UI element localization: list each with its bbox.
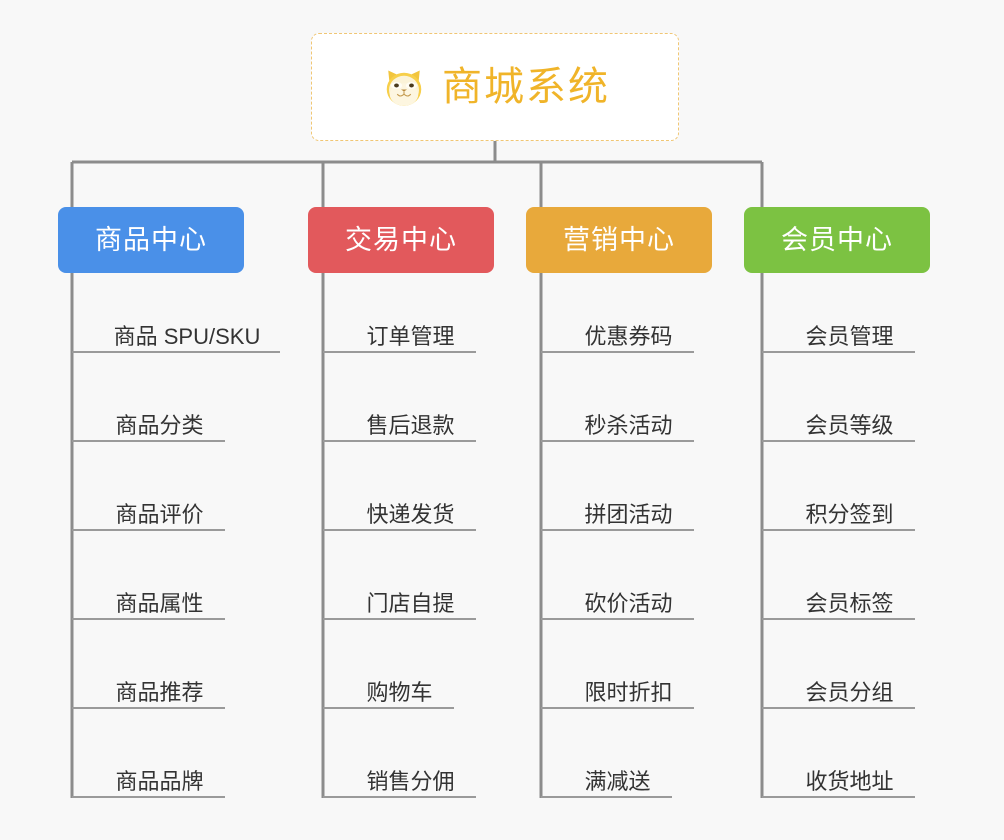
leaf-node[interactable]: 商品品牌 [72, 754, 225, 798]
leaf-label: 收货地址 [805, 768, 894, 794]
leaf-label: 会员管理 [805, 323, 894, 349]
leaf-node[interactable]: 秒杀活动 [541, 398, 694, 442]
leaf-node[interactable]: 商品分类 [72, 398, 225, 442]
root-node[interactable]: 商城系统 [311, 33, 679, 141]
leaf-node[interactable]: 售后退款 [323, 398, 476, 442]
leaf-label: 商品品牌 [115, 768, 204, 794]
leaf-node[interactable]: 购物车 [323, 665, 454, 709]
leaf-node[interactable]: 收货地址 [762, 754, 915, 798]
leaf-label: 拼团活动 [584, 501, 673, 527]
leaf-node[interactable]: 限时折扣 [541, 665, 694, 709]
leaf-node[interactable]: 满减送 [541, 754, 672, 798]
leaf-node[interactable]: 会员标签 [762, 576, 915, 620]
leaf-node[interactable]: 会员分组 [762, 665, 915, 709]
leaf-label: 商品 SPU/SKU [113, 323, 261, 349]
leaf-label: 限时折扣 [584, 679, 673, 705]
category-node-2[interactable]: 交易中心 [308, 207, 494, 273]
shiba-dog-face-icon [386, 70, 422, 106]
leaf-node[interactable]: 商品 SPU/SKU [72, 309, 280, 353]
leaf-node[interactable]: 优惠券码 [541, 309, 694, 353]
category-label: 交易中心 [345, 224, 457, 255]
leaf-label: 优惠券码 [584, 323, 673, 349]
leaf-label: 砍价活动 [584, 590, 673, 616]
category-node-3[interactable]: 营销中心 [526, 207, 712, 273]
leaf-label: 销售分佣 [366, 768, 455, 794]
leaf-label: 购物车 [366, 679, 433, 705]
leaf-node[interactable]: 商品评价 [72, 487, 225, 531]
leaf-label: 积分签到 [805, 501, 894, 527]
leaf-node[interactable]: 快递发货 [323, 487, 476, 531]
leaf-node[interactable]: 商品属性 [72, 576, 225, 620]
leaf-node[interactable]: 拼团活动 [541, 487, 694, 531]
leaf-node[interactable]: 会员等级 [762, 398, 915, 442]
leaf-node[interactable]: 销售分佣 [323, 754, 476, 798]
leaf-label: 商品推荐 [115, 679, 204, 705]
leaf-label: 会员分组 [805, 679, 894, 705]
root-title: 商城系统 [442, 65, 610, 109]
leaf-label: 秒杀活动 [584, 412, 673, 438]
leaf-node[interactable]: 积分签到 [762, 487, 915, 531]
leaf-label: 会员等级 [805, 412, 894, 438]
category-label: 商品中心 [95, 224, 207, 255]
category-node-4[interactable]: 会员中心 [744, 207, 930, 273]
leaf-node[interactable]: 订单管理 [323, 309, 476, 353]
category-node-1[interactable]: 商品中心 [58, 207, 244, 273]
leaf-label: 商品评价 [115, 501, 204, 527]
leaf-label: 商品属性 [115, 590, 204, 616]
leaf-label: 订单管理 [366, 323, 455, 349]
category-label: 营销中心 [563, 224, 675, 255]
leaf-node[interactable]: 商品推荐 [72, 665, 225, 709]
leaf-label: 快递发货 [366, 501, 455, 527]
leaf-label: 满减送 [584, 768, 651, 794]
leaf-node[interactable]: 门店自提 [323, 576, 476, 620]
leaf-label: 会员标签 [805, 590, 894, 616]
leaf-label: 门店自提 [366, 590, 455, 616]
leaf-label: 售后退款 [366, 412, 455, 438]
category-label: 会员中心 [781, 224, 893, 255]
leaf-node[interactable]: 会员管理 [762, 309, 915, 353]
leaf-label: 商品分类 [115, 412, 204, 438]
leaf-node[interactable]: 砍价活动 [541, 576, 694, 620]
